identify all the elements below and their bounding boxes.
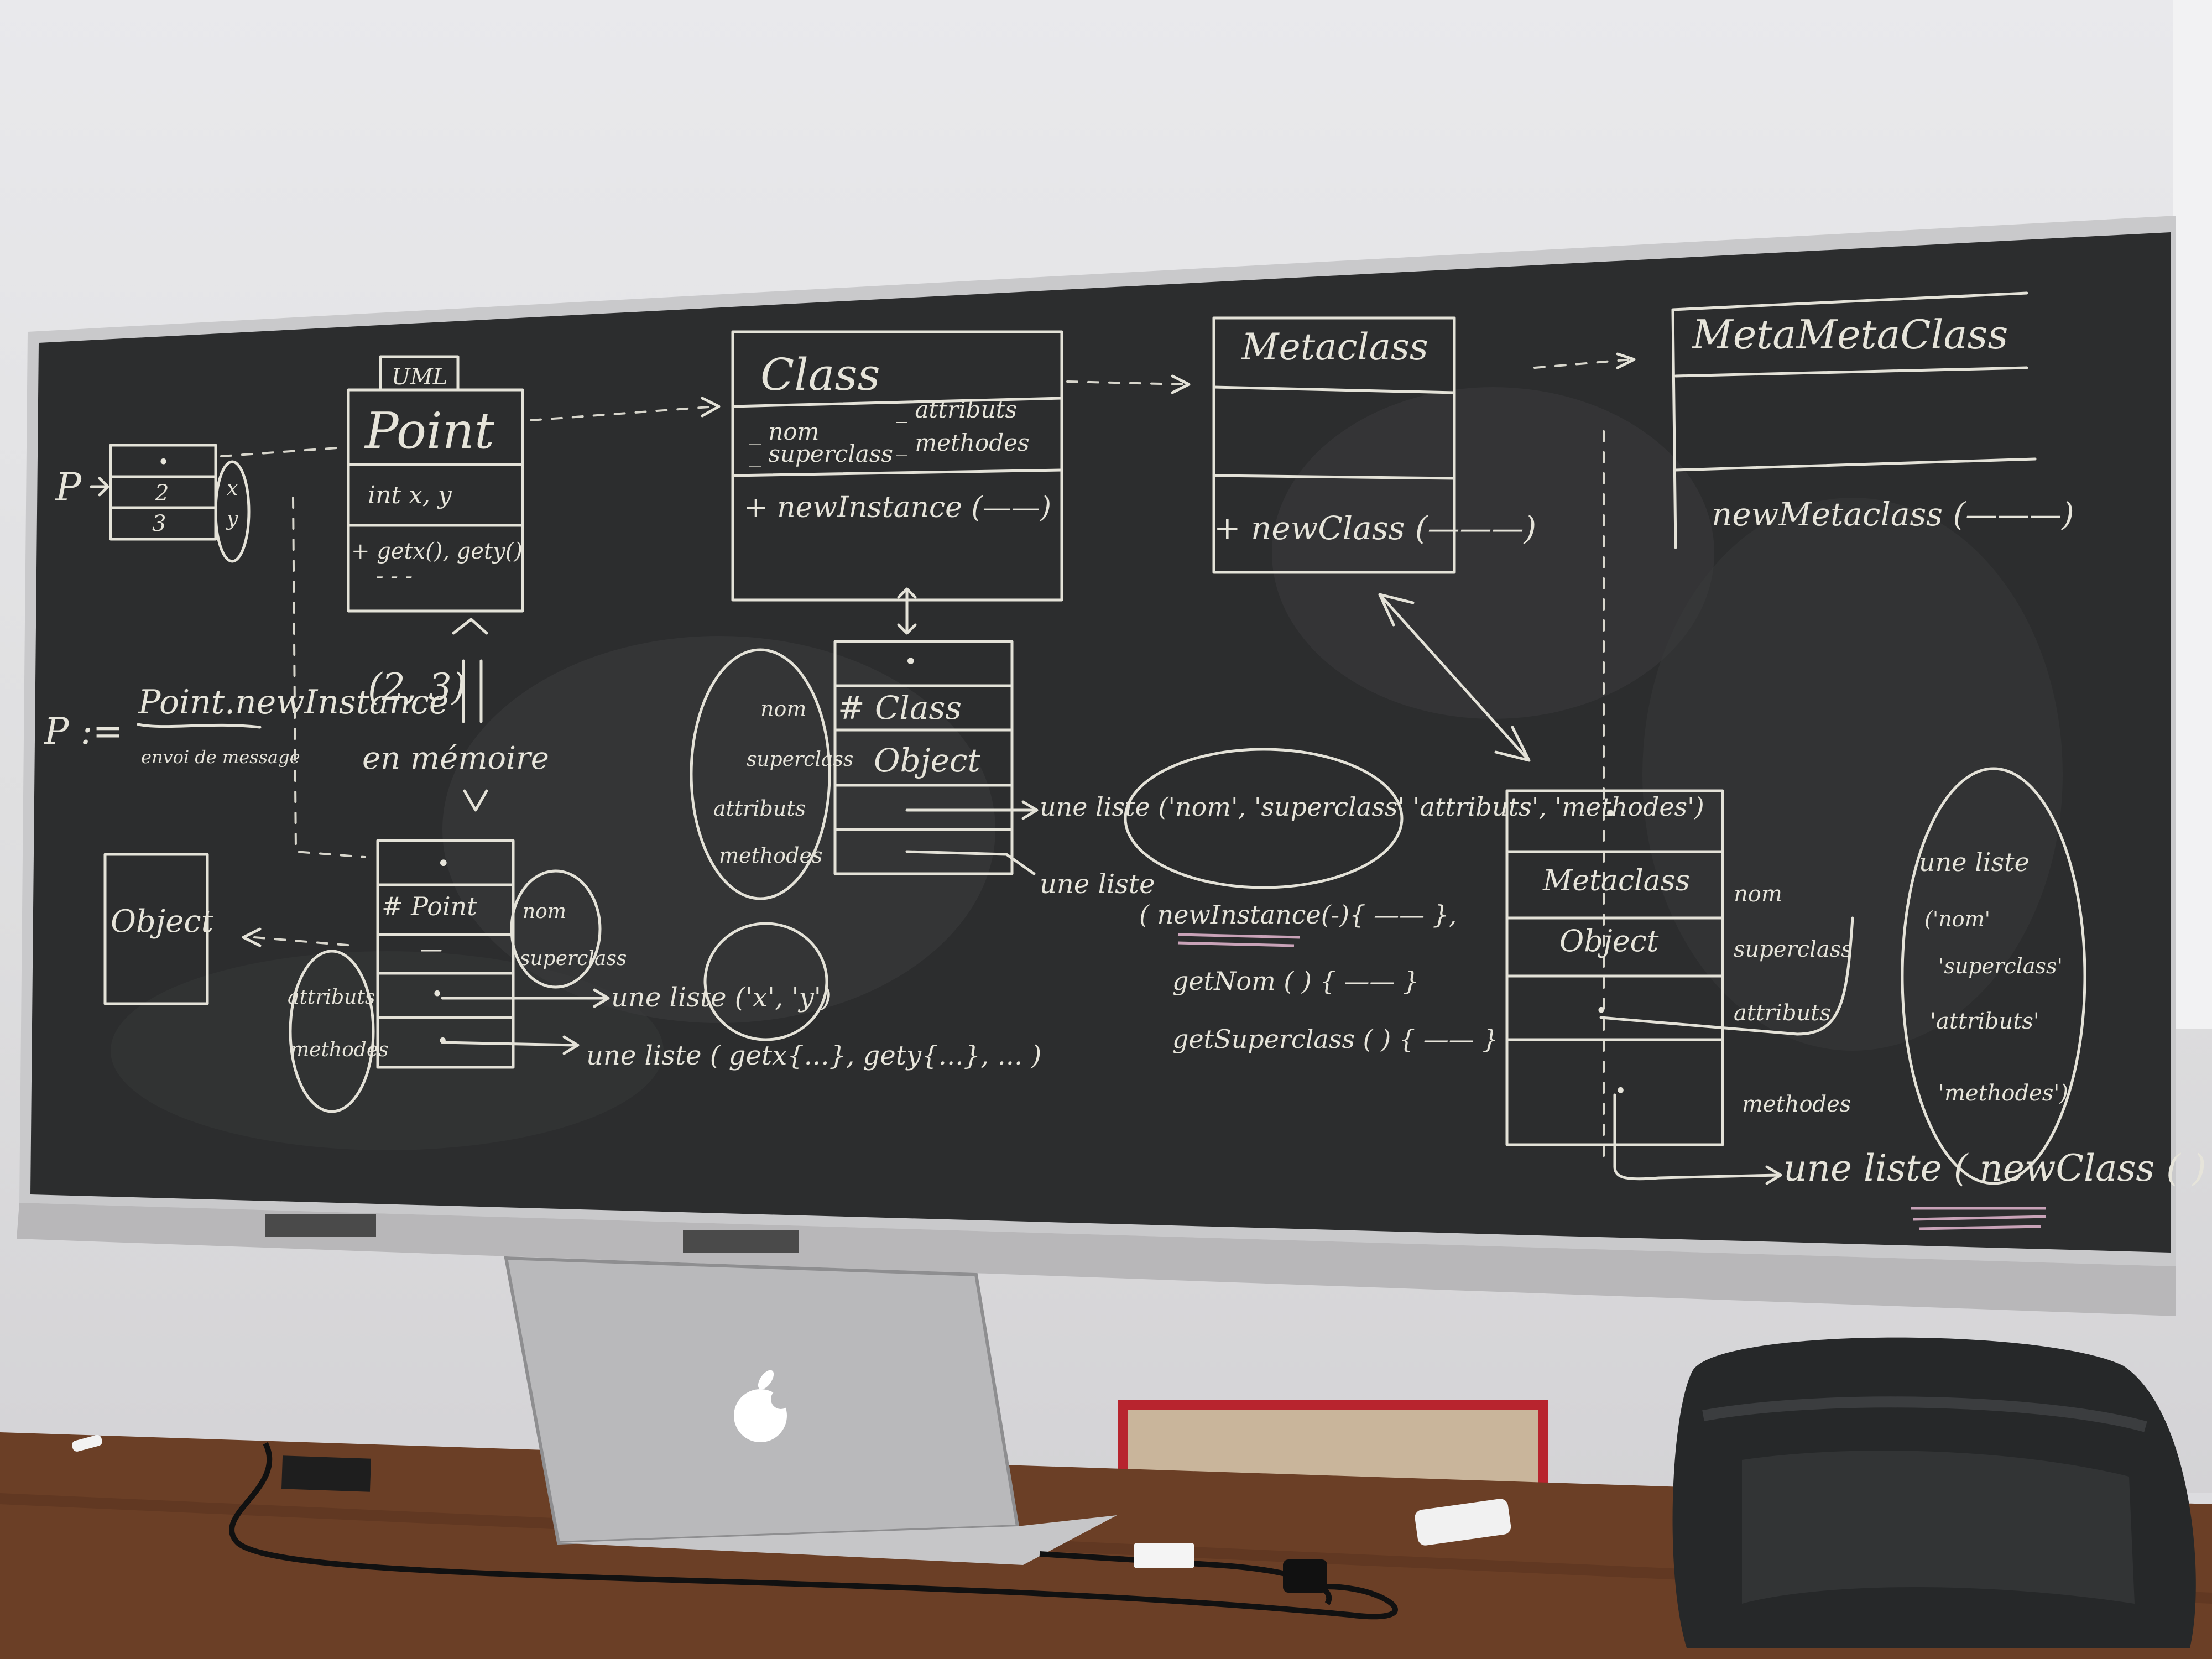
metametaclass-class-methods: newMetaclass (———) [1712, 495, 2074, 533]
board-eraser-2 [683, 1230, 799, 1253]
point-mem-label-nom: nom [523, 900, 566, 923]
phone [281, 1455, 371, 1492]
stack-side-y: y [226, 508, 238, 530]
metaclass-mem-label-superclass: superclass [1734, 937, 1853, 962]
class-list-2-item-3: getSuperclass ( ) { —— } [1172, 1024, 1499, 1054]
metaclass-mem-row-3: Object [1559, 924, 1659, 958]
metaclass-list-1-head: une liste [1919, 847, 2030, 877]
point-mem-label-methodes: methodes [290, 1039, 389, 1061]
point-class-attributes: int x, y [368, 481, 452, 509]
metaclass-list-1-item-2: 'superclass' [1938, 954, 2063, 978]
metaclass-class-title: Metaclass [1241, 326, 1428, 368]
stack-side-x: x [227, 477, 238, 500]
class-mem-label-attributs: attributs [713, 796, 806, 821]
point-list-2: une liste ( getx{...}, gety{...}, ... ) [586, 1040, 1041, 1071]
point-mem-row-1: • [437, 851, 450, 877]
en-memoire: en mémoire [362, 740, 549, 776]
stack-row-1: • [158, 451, 169, 474]
point-mem-row-4: • [431, 983, 443, 1006]
metaclass-list-2: une liste ( newClass ( ) —— [1783, 1147, 2212, 1190]
class-attr-methodes: _ methodes [896, 429, 1030, 456]
class-mem-label-nom: nom [760, 697, 806, 721]
stack-row-3: 3 [152, 511, 166, 536]
point-mem-label-attributs: attributs [288, 986, 375, 1009]
metaclass-mem-label-nom: nom [1734, 881, 1782, 907]
metaclass-mem-row-2: Metaclass [1542, 864, 1690, 898]
expression-call: Point.newInstance [138, 683, 448, 722]
point-class-methods: + getx(), gety() [351, 539, 523, 564]
apple-logo-icon [734, 1370, 791, 1442]
metaclass-mem-row-1: • [1604, 801, 1617, 827]
class-attr-superclass: _ superclass [749, 440, 893, 467]
metaclass-mem-row-5: • [1615, 1080, 1626, 1103]
class-mem-row-2: # Class [838, 689, 962, 727]
expression-note: envoi de message [141, 747, 300, 768]
metaclass-list-1-item-4: 'methodes') [1938, 1081, 2068, 1106]
point-mem-label-superclass: superclass [520, 947, 627, 970]
expression-args: (2, 3) [368, 666, 466, 708]
class-mem-row-1: • [904, 649, 917, 675]
remote-control [1415, 1499, 1511, 1546]
metaclass-list-1-item-3: 'attributs' [1930, 1009, 2039, 1034]
uml-tag: UML [392, 364, 447, 390]
metaclass-mem-label-attributs: attributs [1734, 1000, 1831, 1026]
usb-adapter [1134, 1543, 1194, 1568]
class-attr-attributs: _ attributs [896, 396, 1017, 423]
chalk-tray [17, 1203, 2176, 1316]
class-list-2-item-2: getNom ( ) { —— } [1172, 966, 1419, 996]
metaclass-list-1-item-1: ('nom' [1924, 907, 1990, 931]
object-box-label: Object [111, 904, 214, 940]
class-class-methods: + newInstance (——) [744, 491, 1051, 524]
chalk-piece [72, 1434, 102, 1452]
point-mem-row-3: — [420, 937, 442, 962]
expression-lhs: P := [44, 710, 123, 753]
metaclass-mem-label-methodes: methodes [1742, 1092, 1851, 1117]
cable [229, 1442, 1398, 1620]
stack-row-2: 2 [154, 481, 169, 506]
class-list-1: une liste ('nom', 'superclass' 'attribut… [1040, 792, 1704, 822]
point-mem-row-2: # Point [382, 891, 477, 921]
metaclass-class-methods: + newClass (———) [1214, 509, 1536, 547]
metametaclass-class-title: MetaMetaClass [1691, 311, 2008, 358]
class-mem-label-methodes: methodes [719, 843, 822, 868]
class-mem-label-superclass: superclass [747, 748, 853, 771]
p-label: P [54, 465, 82, 510]
laptop-base [559, 1515, 1117, 1565]
board-eraser [265, 1214, 376, 1237]
point-class-title: Point [364, 402, 495, 460]
class-mem-row-3: Object [874, 742, 980, 779]
class-class-title: Class [760, 349, 880, 400]
projector-screen [2173, 0, 2212, 1029]
point-list-1: une liste ('x', 'y') [611, 982, 832, 1013]
class-list-2-head: une liste [1040, 869, 1155, 900]
class-list-2-item-1: ( newInstance(-){ —— }, [1139, 900, 1457, 930]
point-class-extra: - - - [376, 564, 413, 589]
class-attr-nom: _ nom [749, 418, 820, 445]
